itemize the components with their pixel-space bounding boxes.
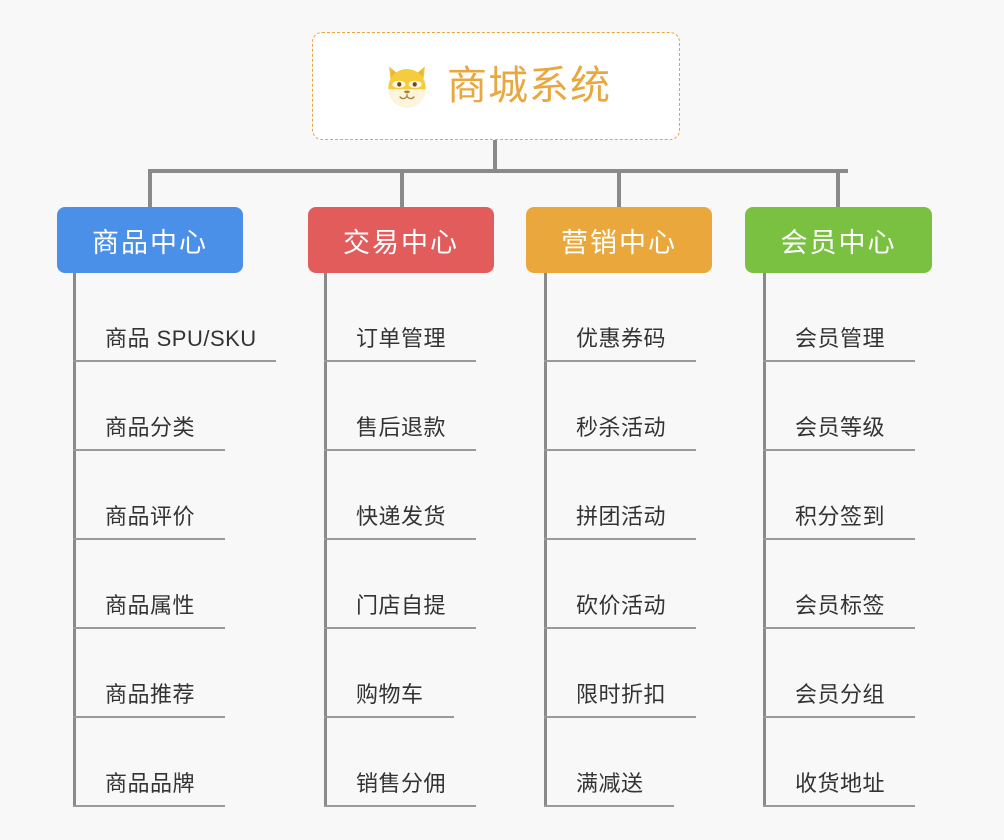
leaf-item[interactable]: 门店自提 [324,540,476,629]
leaf-item-underline [763,716,915,718]
leaf-item-label: 积分签到 [795,504,886,529]
leaf-item[interactable]: 砍价活动 [544,540,696,629]
branch-trunk [544,273,547,807]
leaf-item-underline [73,449,225,451]
leaf-item-underline [73,538,225,540]
leaf-item-underline [763,449,915,451]
leaf-item-underline [324,716,454,718]
connector-root-stem [493,140,497,172]
branch-trunk [73,273,76,807]
leaf-item[interactable]: 秒杀活动 [544,362,696,451]
leaf-item-underline [324,360,476,362]
leaf-item[interactable]: 购物车 [324,629,454,718]
leaf-item-underline [763,627,915,629]
leaf-item-label: 收货地址 [795,771,886,796]
leaf-item-label: 售后退款 [356,415,447,440]
leaf-item[interactable]: 会员等级 [763,362,915,451]
connector-drop-1 [148,169,152,209]
category-label: 营销中心 [561,227,677,258]
leaf-item-label: 商品属性 [105,593,196,618]
branch-column-4: 会员管理会员等级积分签到会员标签会员分组收货地址 [763,273,1003,807]
leaf-item-label: 会员管理 [795,326,886,351]
leaf-item-label: 商品评价 [105,504,196,529]
leaf-item-underline [73,716,225,718]
category-box-2[interactable]: 交易中心 [308,207,494,273]
leaf-item[interactable]: 商品分类 [73,362,225,451]
leaf-item-label: 销售分佣 [356,771,447,796]
leaf-item[interactable]: 限时折扣 [544,629,696,718]
leaf-item-underline [73,360,276,362]
leaf-item[interactable]: 优惠券码 [544,273,696,362]
leaf-item[interactable]: 拼团活动 [544,451,696,540]
connector-drop-2 [400,169,404,209]
leaf-item-underline [544,538,696,540]
leaf-item-label: 门店自提 [356,593,447,618]
leaf-item-label: 拼团活动 [576,504,667,529]
leaf-item-label: 满减送 [576,771,644,796]
leaf-item-underline [763,805,915,807]
leaf-item-label: 商品推荐 [105,682,196,707]
category-box-1[interactable]: 商品中心 [57,207,243,273]
leaf-item-underline [544,360,696,362]
leaf-item[interactable]: 订单管理 [324,273,476,362]
leaf-item-label: 商品 SPU/SKU [105,326,257,351]
leaf-item-underline [763,360,915,362]
category-box-3[interactable]: 营销中心 [526,207,712,273]
leaf-item[interactable]: 会员管理 [763,273,915,362]
category-label: 商品中心 [92,227,208,258]
leaf-item[interactable]: 商品 SPU/SKU [73,273,276,362]
leaf-item-label: 会员标签 [795,593,886,618]
leaf-item[interactable]: 售后退款 [324,362,476,451]
category-label: 会员中心 [780,227,897,258]
leaf-item[interactable]: 商品推荐 [73,629,225,718]
leaf-item-label: 商品品牌 [105,771,196,796]
branch-trunk [324,273,327,807]
leaf-item-underline [544,716,696,718]
leaf-item[interactable]: 快递发货 [324,451,476,540]
leaf-item-label: 购物车 [356,682,424,707]
leaf-item[interactable]: 收货地址 [763,718,915,807]
category-label: 交易中心 [343,227,459,258]
leaf-item[interactable]: 商品属性 [73,540,225,629]
leaf-item-label: 订单管理 [356,326,447,351]
shiba-dog-face-icon [388,66,426,108]
connector-drop-3 [617,169,621,209]
branch-column-1: 商品 SPU/SKU 商品分类商品评价商品属性商品推荐商品品牌 [73,273,313,807]
leaf-item[interactable]: 销售分佣 [324,718,476,807]
leaf-item[interactable]: 会员标签 [763,540,915,629]
branch-column-3: 优惠券码秒杀活动拼团活动砍价活动限时折扣满减送 [544,273,784,807]
leaf-item-underline [324,449,476,451]
leaf-item[interactable]: 商品品牌 [73,718,225,807]
leaf-item-label: 会员分组 [795,682,886,707]
leaf-item-underline [73,627,225,629]
leaf-item[interactable]: 商品评价 [73,451,225,540]
leaf-item-underline [544,627,696,629]
leaf-item-label: 砍价活动 [576,593,667,618]
root-title: 商城系统 [447,64,611,108]
root-node[interactable]: 商城系统 [312,32,680,140]
branch-trunk [763,273,766,807]
leaf-item-label: 秒杀活动 [576,415,667,440]
leaf-item[interactable]: 满减送 [544,718,674,807]
leaf-item-underline [763,538,915,540]
leaf-item[interactable]: 积分签到 [763,451,915,540]
leaf-item-underline [324,805,476,807]
leaf-item-label: 商品分类 [105,415,196,440]
connector-drop-4 [836,169,840,209]
connector-horizontal-bus [148,169,848,173]
leaf-item-underline [324,538,476,540]
leaf-item-label: 优惠券码 [576,326,667,351]
leaf-item-underline [73,805,225,807]
leaf-item-underline [324,627,476,629]
leaf-item[interactable]: 会员分组 [763,629,915,718]
leaf-item-label: 快递发货 [356,504,447,529]
leaf-item-underline [544,805,674,807]
branch-column-2: 订单管理售后退款快递发货门店自提购物车销售分佣 [324,273,564,807]
category-box-4[interactable]: 会员中心 [745,207,932,273]
leaf-item-label: 限时折扣 [576,682,667,707]
leaf-item-underline [544,449,696,451]
leaf-item-label: 会员等级 [795,415,886,440]
